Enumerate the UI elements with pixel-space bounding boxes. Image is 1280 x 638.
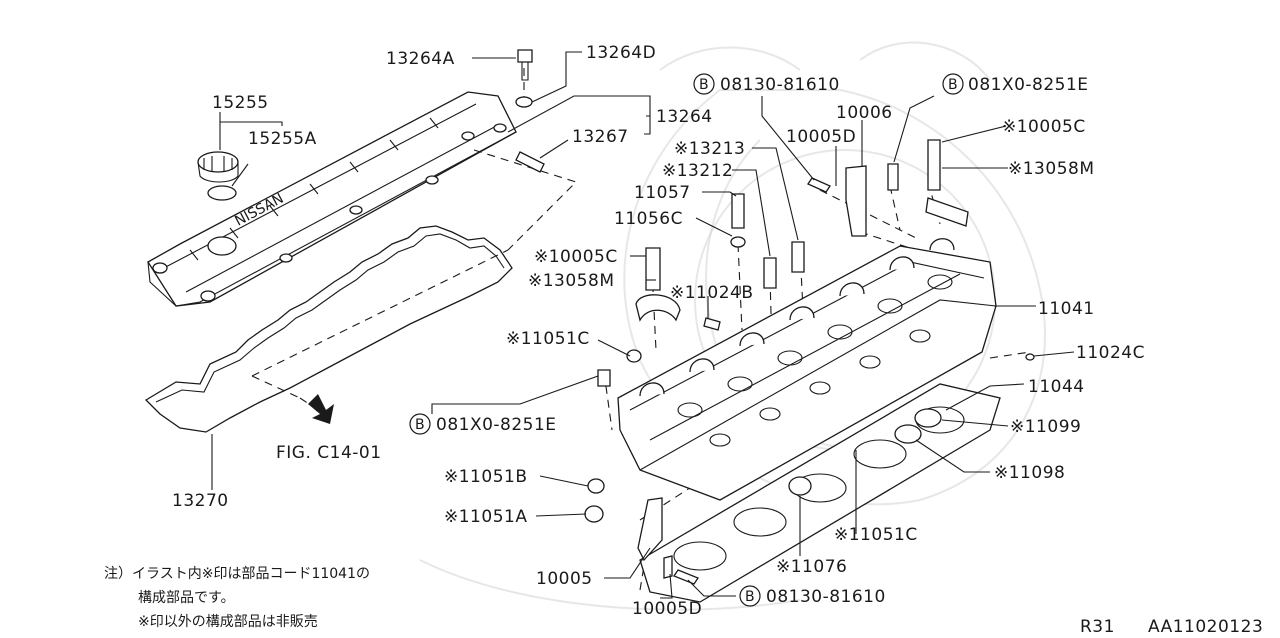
seal-11051B — [587, 478, 605, 494]
part-labels: 13264A 13264D 13264 13267 15255 15255A 0… — [172, 43, 1145, 619]
label-081X0-8251E-top[interactable]: 081X0-8251E — [968, 75, 1089, 95]
label-13264D[interactable]: 13264D — [586, 43, 656, 63]
label-10005[interactable]: 10005 — [536, 569, 593, 589]
note-line-2: 構成部品です。 — [138, 590, 235, 606]
cam-bracket-mid — [635, 294, 681, 322]
pin-13213 — [791, 241, 805, 273]
oil-filler-cap — [197, 151, 239, 183]
label-13212[interactable]: ※13212 — [662, 161, 733, 181]
label-11024B[interactable]: ※11024B — [670, 283, 754, 303]
label-13058M-top[interactable]: ※13058M — [1008, 159, 1095, 179]
head-cam-journals — [639, 238, 955, 397]
engine-slinger-10006 — [845, 165, 867, 237]
note-line-1: 注）イラスト内※印は部品コード11041の — [104, 566, 370, 582]
cam-bracket-top — [925, 197, 969, 227]
label-11051C-left[interactable]: ※11051C — [506, 329, 590, 349]
label-10005C-mid[interactable]: ※10005C — [534, 247, 618, 267]
bolt-08130-bottom — [673, 569, 699, 585]
label-13267[interactable]: 13267 — [572, 127, 629, 147]
bolt-marker-bottom: B — [739, 585, 761, 607]
cover-bolt — [517, 49, 533, 81]
note-line-3: ※印以外の構成部品は非販売 — [138, 614, 318, 630]
svg-text:B: B — [699, 77, 709, 93]
label-11051A[interactable]: ※11051A — [444, 507, 527, 527]
stud-10005C-mid — [645, 247, 661, 291]
seal-11051A — [584, 505, 604, 523]
bolt-11057 — [731, 193, 745, 229]
label-15255[interactable]: 15255 — [212, 93, 269, 113]
label-11051B[interactable]: ※11051B — [444, 467, 528, 487]
label-13264A[interactable]: 13264A — [386, 49, 455, 69]
label-11044[interactable]: 11044 — [1028, 377, 1085, 397]
bolt-marker-top: B — [693, 73, 715, 95]
plug-11051C — [626, 349, 642, 363]
label-11051C-bottom[interactable]: ※11051C — [834, 525, 918, 545]
footer-code: AA11020123 — [1148, 617, 1263, 637]
label-08130-81610-bottom[interactable]: 08130-81610 — [766, 587, 886, 607]
svg-text:B: B — [948, 77, 958, 93]
label-13213[interactable]: ※13213 — [674, 139, 745, 159]
seal-11098 — [894, 424, 922, 444]
bolt-10005D-bottom — [663, 555, 673, 579]
label-08130-81610-top[interactable]: 08130-81610 — [720, 75, 840, 95]
label-11041[interactable]: 11041 — [1038, 299, 1095, 319]
svg-text:B: B — [415, 417, 425, 433]
seal-11076 — [788, 476, 812, 496]
cover-bolt-bosses — [152, 123, 507, 302]
bolt-081X0-mid — [597, 369, 611, 387]
label-fig-c14-01[interactable]: FIG. C14-01 — [276, 443, 382, 463]
label-11076[interactable]: ※11076 — [776, 557, 847, 577]
cover-bolt-washer — [515, 96, 533, 108]
notes-block: 注）イラスト内※印は部品コード11041の 構成部品です。 ※印以外の構成部品は… — [104, 566, 370, 630]
cylinder-head — [617, 238, 997, 501]
label-10005C-top[interactable]: ※10005C — [1002, 117, 1086, 137]
plug-11024B — [703, 317, 721, 331]
seal-11099 — [914, 408, 942, 428]
rocker-cover-gasket — [144, 225, 513, 433]
oil-filler-port — [207, 236, 237, 256]
filler-cap-gasket — [207, 185, 237, 201]
stud-10005C-top — [927, 139, 941, 191]
bolt-top-right — [887, 163, 899, 191]
footer-model: R31 — [1080, 617, 1115, 637]
label-13264[interactable]: 13264 — [656, 107, 713, 127]
bolt-marker-top-right: B — [942, 73, 964, 95]
bolt-marker-mid: B — [409, 413, 431, 435]
label-10006[interactable]: 10006 — [836, 103, 893, 123]
plug-11024C — [1025, 353, 1035, 361]
label-11098[interactable]: ※11098 — [994, 463, 1065, 483]
label-11099[interactable]: ※11099 — [1010, 417, 1081, 437]
label-081X0-8251E-mid[interactable]: 081X0-8251E — [436, 415, 557, 435]
engine-slinger-10005 — [637, 497, 663, 562]
svg-text:B: B — [745, 589, 755, 605]
bolt-08130-top — [807, 177, 831, 193]
washer-11056C — [730, 236, 746, 248]
label-10005D-bottom[interactable]: 10005D — [632, 599, 702, 619]
label-11024C[interactable]: 11024C — [1076, 343, 1145, 363]
label-13270[interactable]: 13270 — [172, 491, 229, 511]
pin-13212 — [763, 257, 777, 289]
label-11056C[interactable]: 11056C — [614, 209, 683, 229]
label-13058M-mid[interactable]: ※13058M — [528, 271, 615, 291]
cover-ribs — [189, 117, 439, 261]
label-10005D-top[interactable]: 10005D — [786, 127, 856, 147]
label-15255A[interactable]: 15255A — [248, 129, 317, 149]
pcv-fitting — [515, 151, 545, 173]
leader-lines — [211, 51, 1075, 599]
head-valve-pockets — [677, 274, 953, 447]
label-11057[interactable]: 11057 — [634, 183, 691, 203]
fig-arrow-icon — [308, 394, 334, 424]
